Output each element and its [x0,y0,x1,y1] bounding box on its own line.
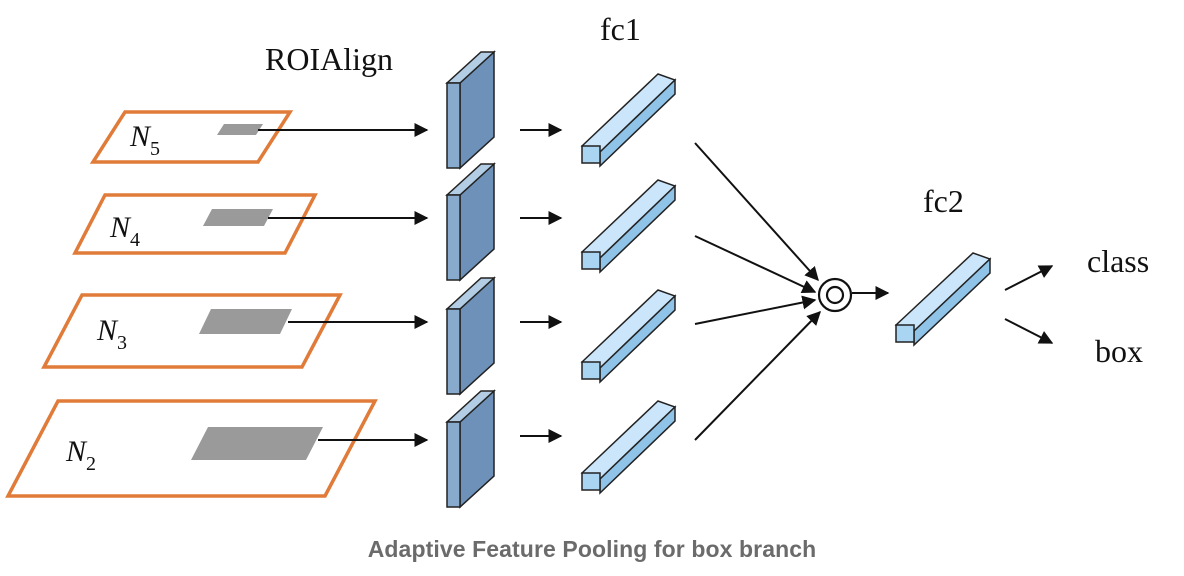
figure-caption: Adaptive Feature Pooling for box branch [367,536,817,562]
pooled-block-4 [445,389,496,509]
roialign-label: ROIAlign [265,41,393,77]
arrow-to-fusion-3 [694,295,817,325]
feature-level-n3: N3 [41,293,343,369]
fusion-operator-icon [817,277,853,313]
fc2-bar [894,252,992,347]
fc1-bar-1 [580,73,677,168]
arrow-to-fusion-4 [694,310,821,441]
level-label-n2: N2 [65,435,96,475]
roi-region-n5 [217,124,263,135]
arrow-to-box [1004,318,1054,344]
roi-region-n2 [191,427,323,460]
fc1-bar-2 [580,179,677,274]
fc1-label: fc1 [600,11,641,47]
arrow-to-fusion-1 [694,142,819,282]
roi-pool-arrows [258,123,429,447]
pooled-block-2 [445,162,496,282]
pooled-block-1 [445,50,496,170]
adaptive-feature-pooling-diagram: N5 N4 N3 N2 ROIAlign [5,11,1149,509]
level-label-n4: N4 [109,211,140,251]
level-label-n5: N5 [129,120,160,160]
fusion-input-arrows [694,142,821,441]
feature-level-n5: N5 [89,110,294,164]
fc1-bar-3 [580,289,677,384]
fc2-label: fc2 [923,183,964,219]
pooled-block-3 [445,276,496,396]
fc1-bar-4 [580,400,677,495]
feature-level-n2: N2 [5,399,378,498]
arrow-to-fusion-2 [694,235,817,294]
output-arrows [1004,265,1054,344]
roi-region-n4 [203,209,273,226]
fc1-input-arrows [520,123,563,443]
fc1-bars [580,73,677,495]
box-output-label: box [1095,333,1143,369]
roi-region-n3 [199,309,292,334]
roialign-blocks [445,50,496,509]
level-label-n3: N3 [96,314,127,354]
arrow-to-class [1004,265,1054,291]
class-output-label: class [1087,243,1149,279]
feature-level-n4: N4 [72,193,318,255]
